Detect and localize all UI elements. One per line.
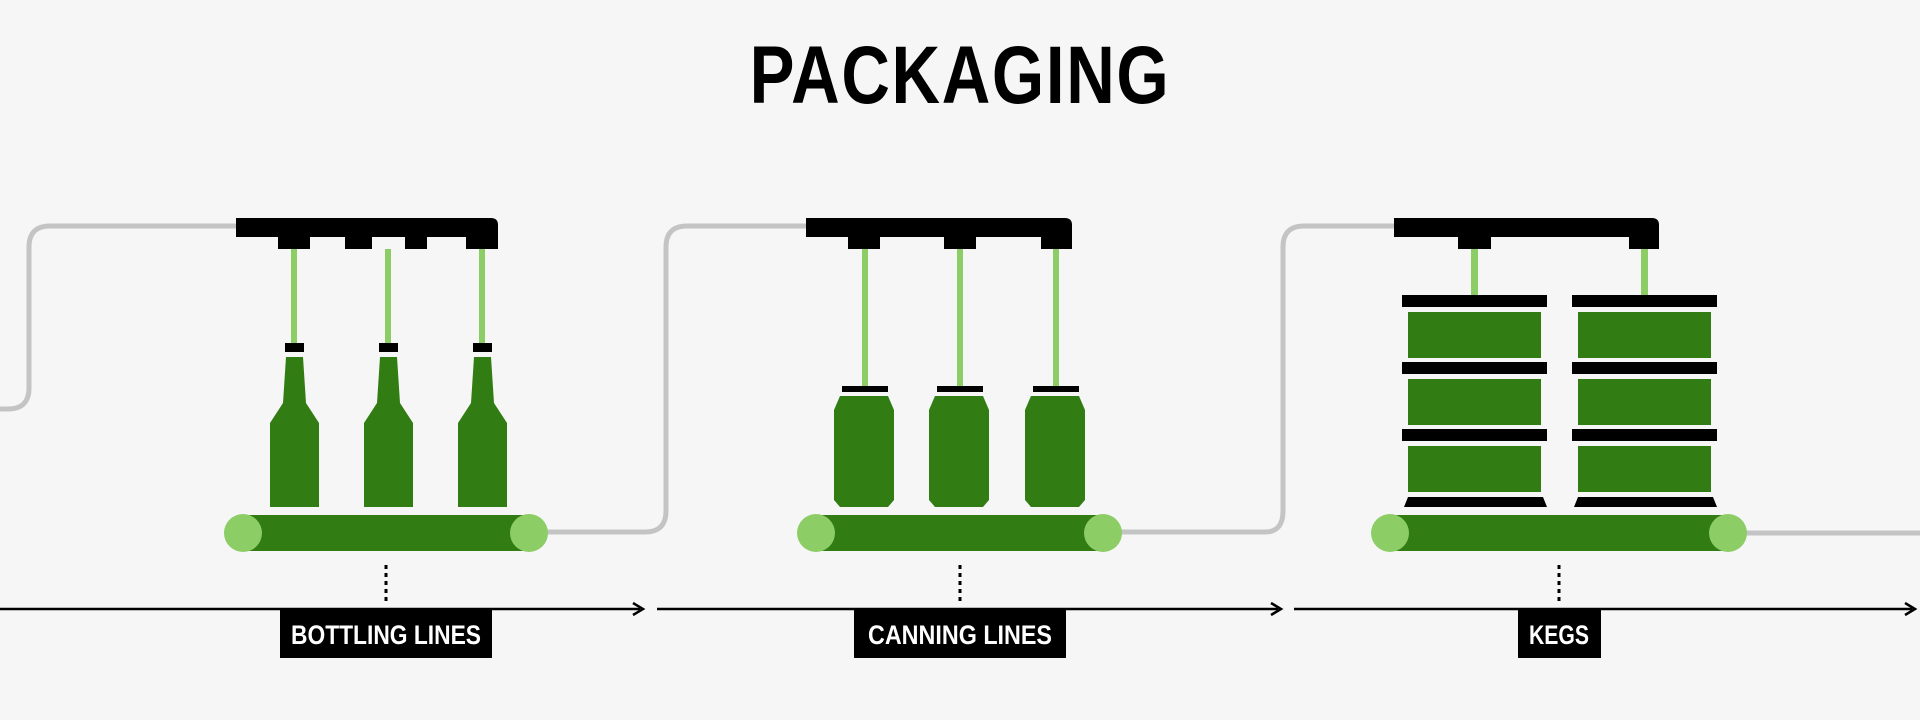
- keg-stack-icon: [1572, 295, 1717, 507]
- label-text: CANNING LINES: [868, 620, 1052, 650]
- bottle-icon: [364, 343, 413, 507]
- conveyor-belt: [1371, 514, 1747, 552]
- arrowhead: [1904, 601, 1918, 617]
- stage-label-kegs: KEGS: [1518, 610, 1601, 658]
- stage-label-bottling: BOTTLING LINES: [280, 610, 492, 658]
- bottles: [270, 343, 507, 507]
- keg-station: [1371, 218, 1747, 603]
- pipe-inlet: [0, 223, 236, 412]
- pipes: [0, 223, 1920, 536]
- bottle-icon: [270, 343, 319, 507]
- canning-station: [797, 218, 1122, 603]
- filler-nozzles: [862, 249, 1059, 386]
- arrowhead: [632, 601, 646, 617]
- can-icon: [929, 386, 989, 507]
- filler-nozzles: [1471, 249, 1648, 295]
- filler-nozzles: [291, 249, 485, 343]
- pipe-bottling-to-canning: [540, 223, 806, 535]
- nozzle: [1053, 249, 1059, 386]
- filler-head: [236, 218, 498, 249]
- label-text: BOTTLING LINES: [291, 620, 481, 650]
- can-icon: [1025, 386, 1085, 507]
- keg-stack-icon: [1402, 295, 1547, 507]
- page-title: PACKAGING: [749, 30, 1171, 121]
- arrowhead: [1270, 601, 1284, 617]
- nozzle: [957, 249, 963, 386]
- filler-head: [1394, 218, 1659, 249]
- can-icon: [834, 386, 894, 507]
- stage-label-canning: CANNING LINES: [854, 610, 1066, 658]
- cans: [834, 386, 1085, 507]
- timeline: [0, 601, 1918, 617]
- nozzle: [291, 249, 297, 343]
- conveyor-belt: [224, 514, 548, 552]
- nozzle: [385, 249, 391, 343]
- nozzle: [1471, 249, 1478, 295]
- nozzle: [479, 249, 485, 343]
- pipe-canning-to-kegs: [1112, 223, 1394, 535]
- nozzle: [862, 249, 868, 386]
- bottling-station: [224, 218, 548, 603]
- filler-head: [806, 218, 1072, 249]
- nozzle: [1641, 249, 1648, 295]
- bottle-icon: [458, 343, 507, 507]
- kegs: [1402, 295, 1717, 507]
- label-text: KEGS: [1529, 620, 1589, 650]
- conveyor-belt: [797, 514, 1122, 552]
